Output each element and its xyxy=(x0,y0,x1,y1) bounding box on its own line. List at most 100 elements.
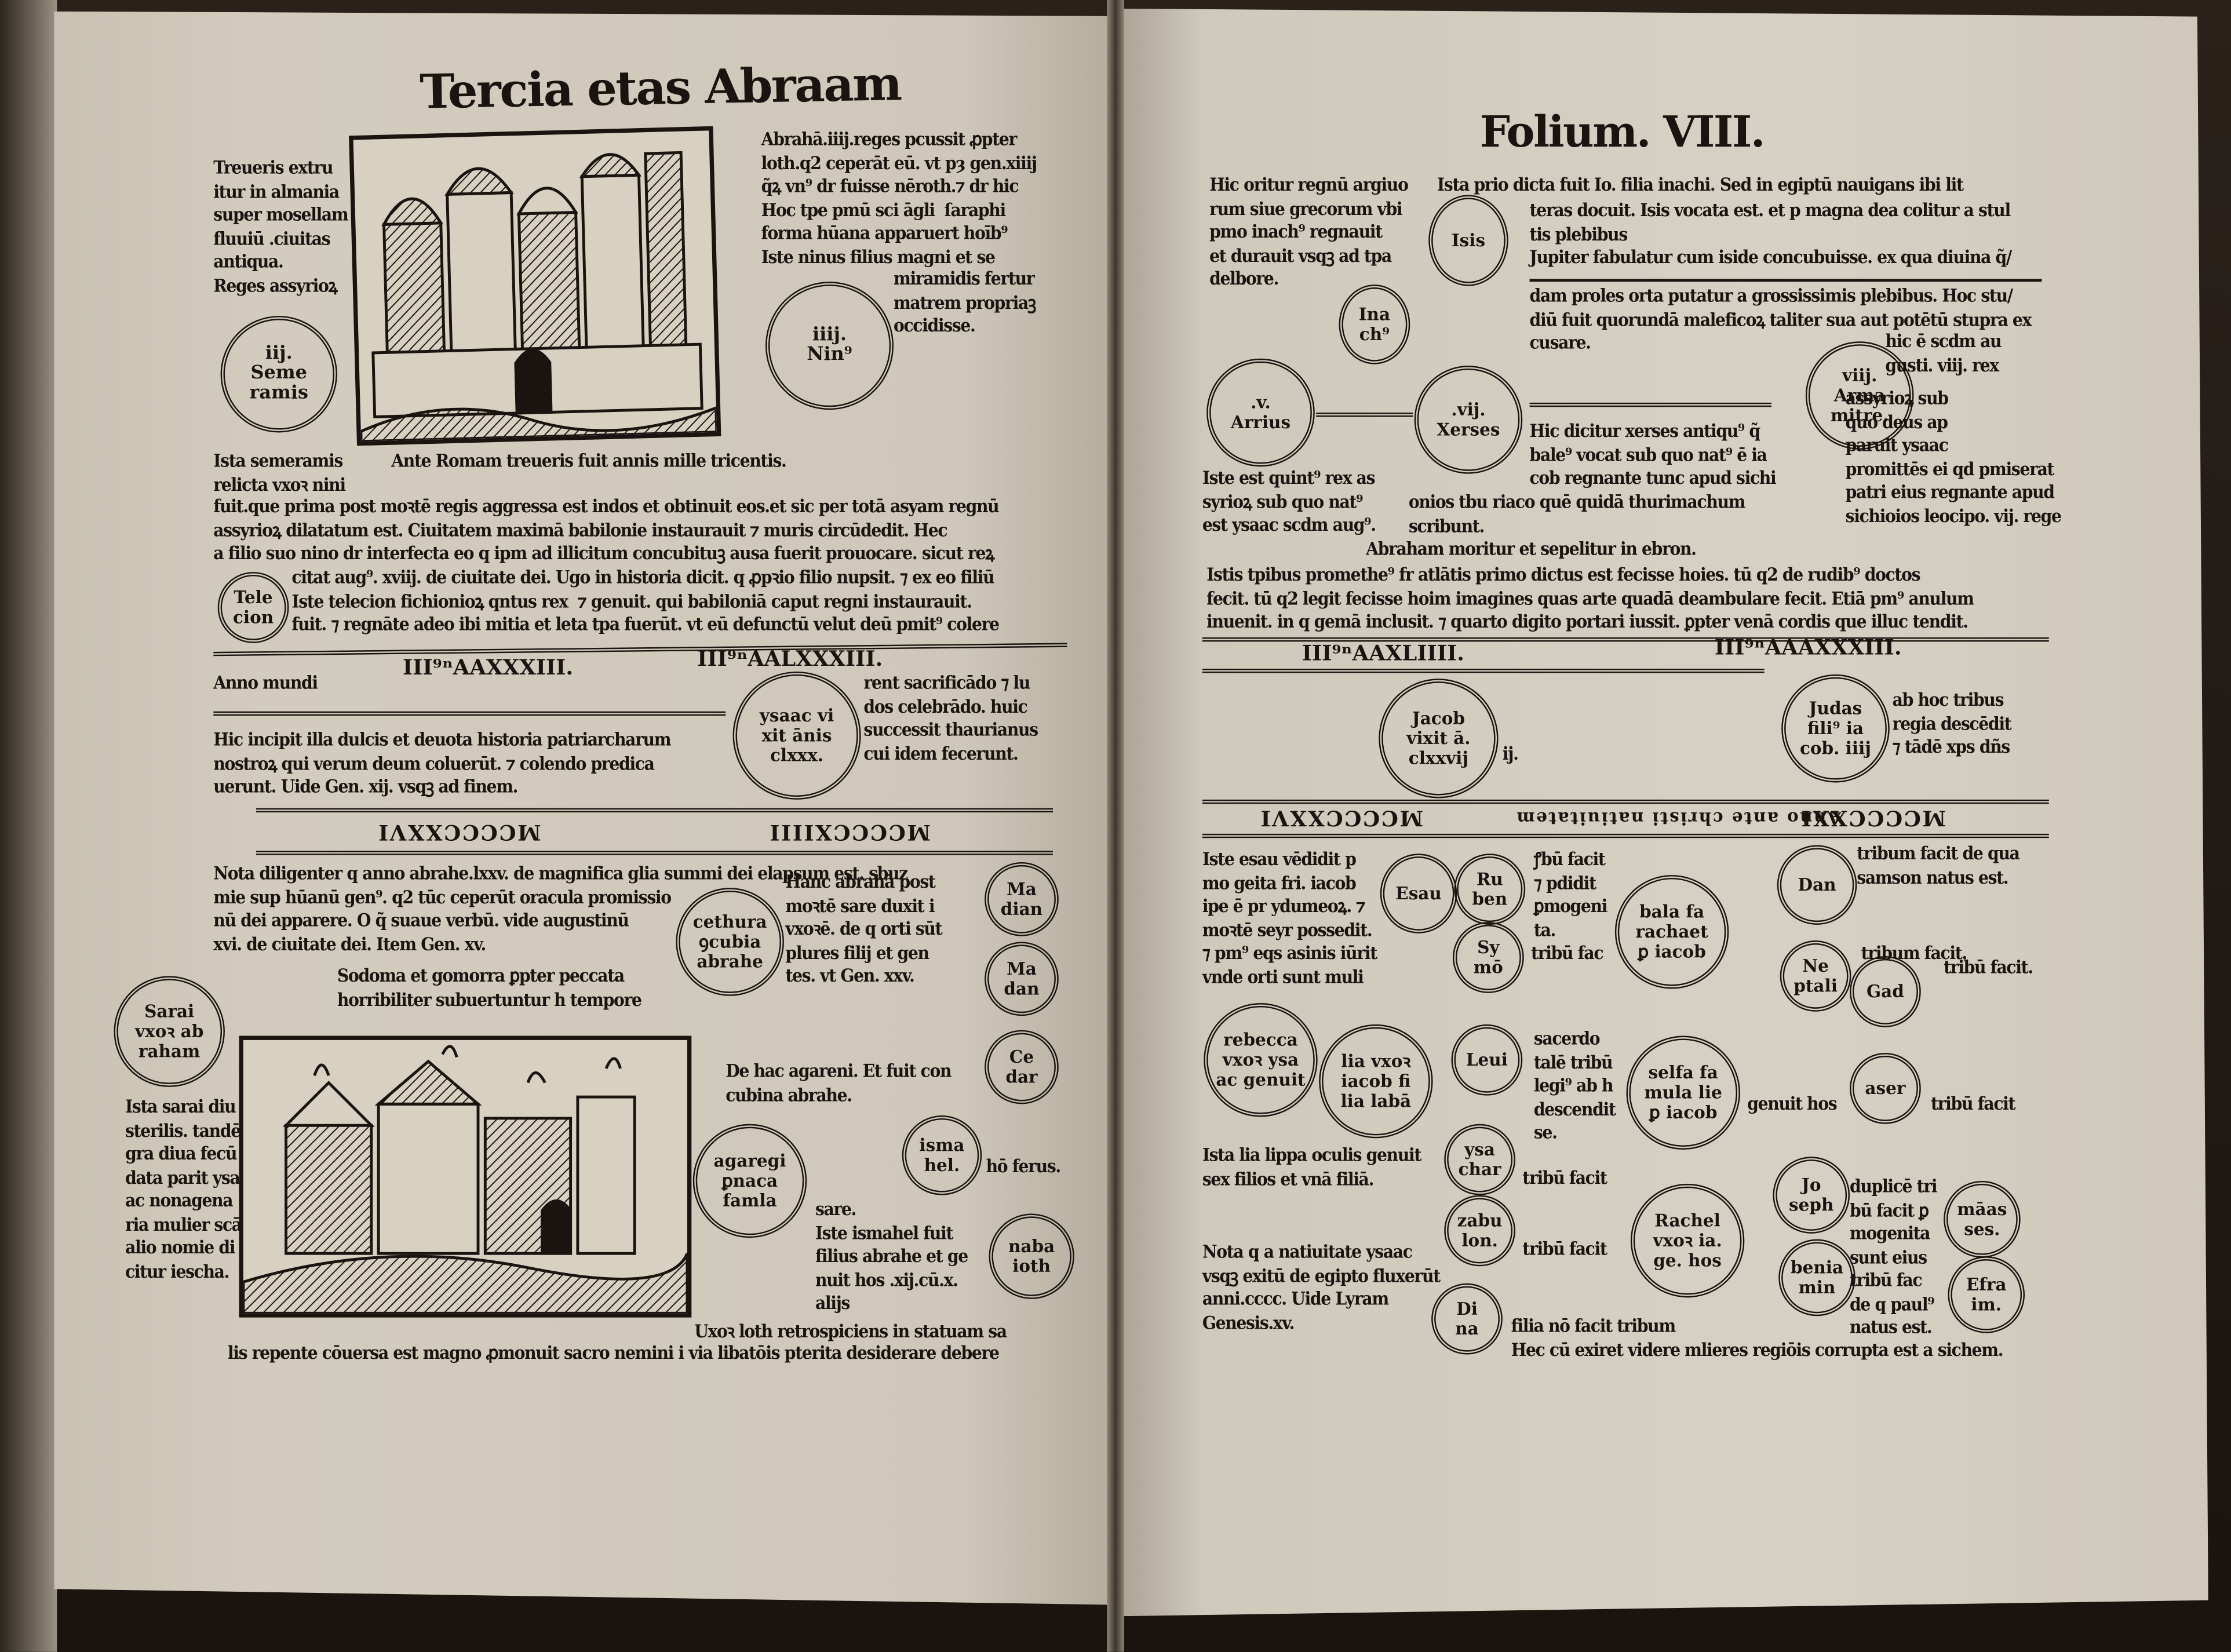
nota-right-text: Nota q a natiuitate ysaac vsqꝫ exitū de … xyxy=(1202,1241,1441,1333)
divider xyxy=(1202,833,2049,838)
genuit-hos-text: genuit hos xyxy=(1747,1092,1837,1114)
symeon-text: tribū fac xyxy=(1531,942,1604,964)
roundel-bala: bala fa rachaet ꝑ iacob xyxy=(1614,875,1729,989)
abraham-moritur-text: Abraham moritur et sepelitur in ebron. xyxy=(1366,538,1697,559)
divider xyxy=(1202,637,2049,642)
lia-text: Ista lia lippa oculis genuit sex filios … xyxy=(1202,1144,1422,1189)
roundel-ysaac: ysaac vi xit ānis clxxx. xyxy=(732,671,861,800)
ismahel-text: sare. Iste ismahel fuit filius abrahe et… xyxy=(815,1198,968,1314)
connector-line xyxy=(1316,413,1413,417)
aser-text: tribū facit xyxy=(1930,1092,2016,1114)
hanc-abraham-text: Hanc abrahā post moꝛtē sare duxit i vxoꝛ… xyxy=(785,870,942,986)
uxor-loth-text: Uxoꝛ loth retrospiciens in statuam sa xyxy=(694,1320,1007,1342)
divider xyxy=(1529,402,1771,407)
nota-diligenter-text: Nota diligenter q anno abrahe.lxxv. de m… xyxy=(213,862,908,954)
year-right-2: III⁹ⁿAAAXXXIII. xyxy=(1714,634,1902,661)
roundel-rachel: Rachel vxoꝛ ia. ge. hos xyxy=(1630,1183,1745,1298)
roundel-leui: Leui xyxy=(1451,1024,1523,1096)
assyriorum-text: assyrioꝝ sub quo deus ap paruit ysaac pr… xyxy=(1845,386,2062,526)
roundel-xerses: .vij. Xerses xyxy=(1414,366,1523,474)
argivorum-text: Hic oritur regnū argiuo rum siue grecoru… xyxy=(1209,173,1409,289)
roundel-madan: Ma dan xyxy=(985,942,1059,1016)
roundel-lia: lia vxoꝛ iacob fi lia labā xyxy=(1319,1024,1433,1139)
inverted-year-right-1: MCCCCXXVI xyxy=(1259,805,1424,831)
hic-incipit-text: Hic incipit illa dulcis et deuota histor… xyxy=(213,728,671,797)
roundel-joseph: Jo seph xyxy=(1773,1157,1850,1234)
woodcut-city-illustration xyxy=(349,126,721,446)
semeramis-text: Ista semeramis relicta vxoꝛ nini xyxy=(213,449,346,495)
roundel-efraim: Efra im. xyxy=(1948,1256,2025,1333)
augusti-text: hic ē scdm au gusti. viij. rex xyxy=(1885,330,2002,375)
roundel-cethura: cethura ꝯcubia abrahe xyxy=(676,888,784,996)
inverted-year-right-2: MCCCCXXI xyxy=(1800,805,1946,831)
roundel-ninus: iiij. Nin⁹ xyxy=(765,282,894,410)
left-page-title: Tercia etas Abraam xyxy=(419,55,902,120)
prometheus-text: Istis tpibus promethe⁹ fr atlātis primo … xyxy=(1206,563,1974,632)
quintus-text: Iste est quint⁹ rex as syrioꝝ sub quo na… xyxy=(1202,466,1376,535)
agareni-text: De hac agareni. Et fuit con cubina abrah… xyxy=(726,1060,952,1105)
roundel-ysachar: ysa char xyxy=(1444,1124,1516,1195)
sarai-text: Ista sarai diu sterilis. tandē gra diua … xyxy=(125,1095,242,1282)
joseph-text: duplicē tri bū facit ꝑ mogenita sunt eiu… xyxy=(1850,1175,1938,1338)
judas-text: ab hoc tribus regia descēdit ⁊ tādē xps … xyxy=(1892,688,2012,757)
xerses-text: Hic dicitur xerses antiqu⁹ q̃ bale⁹ voca… xyxy=(1529,420,1777,488)
anno-mundi-label: Anno mundi xyxy=(213,671,318,693)
roundel-armamitre: viij. Arma mitre. xyxy=(1805,341,1914,450)
right-page-title: Folium. VIII. xyxy=(1479,108,1766,158)
inverted-anno-text: Anno ante christi natiuitatem xyxy=(1515,808,1841,829)
isis-text: teras docuit. Isis vocata est. et p magn… xyxy=(1529,199,2013,268)
roundel-selfa: selfa fa mula lie ꝑ iacob xyxy=(1626,1035,1740,1150)
roundel-esau: Esau xyxy=(1380,854,1457,933)
roundel-arrius: .v. Arrius xyxy=(1206,358,1315,467)
homo-ferus-text: hō ferus. xyxy=(986,1155,1062,1177)
leui-text: sacerdo talē tribū legi⁹ ab h descendit … xyxy=(1533,1027,1616,1143)
divider xyxy=(213,711,726,716)
roundel-rebecca: rebecca vxoꝛ ysa ac genuit xyxy=(1204,1003,1318,1117)
zabulon-text: tribū facit xyxy=(1522,1238,1607,1260)
year-anno-mundi-1: III⁹ⁿAAXXXIII. xyxy=(402,654,574,680)
ante-romam-text: Ante Romam treueris fuit annis mille tri… xyxy=(391,449,787,471)
roundel-aser: aser xyxy=(1850,1052,1921,1124)
roundel-madian: Ma dian xyxy=(985,862,1059,936)
dina-text: filia nō facit tribum Hec cū exiret vide… xyxy=(1511,1314,2004,1360)
book-edge xyxy=(0,0,57,1652)
gutter xyxy=(1107,0,1124,1652)
divider xyxy=(256,851,1053,855)
ninus-text: miramidis fertur matrem propriaꝫ occidis… xyxy=(893,267,1036,336)
thaurianus-text: rent sacrificādo ⁊ lu dos celebrādo. hui… xyxy=(863,671,1038,764)
divider xyxy=(1202,669,1765,673)
roundel-cedar: Ce dar xyxy=(985,1030,1059,1104)
ruben-text: ꝭbū facit ⁊ pdidit ꝑmogeni ta. xyxy=(1533,848,1608,940)
roundel-beniamin: benia min xyxy=(1778,1239,1855,1317)
roundel-manasses: māas ses. xyxy=(1944,1180,2021,1258)
roundel-jacob: Jacob vixit ā. clxxvij xyxy=(1379,679,1499,798)
gad-text: tribū facit. xyxy=(1944,956,2033,978)
roundel-inachus: Ina ch⁹ xyxy=(1339,285,1410,364)
inverted-year-1: MCCCCXXVI xyxy=(377,819,541,845)
roundel-judas: Judas fili⁹ ia cob. iiij xyxy=(1781,674,1890,783)
roundel-semeramis: iij. Seme ramis xyxy=(220,316,337,433)
roundel-sarai: Sarai vxoꝛ ab raham xyxy=(114,976,225,1087)
divider xyxy=(1529,279,2042,282)
roundel-zabulon: zabu lon. xyxy=(1444,1195,1516,1267)
sodoma-text: Sodoma et gomorra ꝑpter peccata horribil… xyxy=(337,964,642,1010)
semeramis-paragraph: fuit.que prima post moꝛtē regis aggressa… xyxy=(213,495,999,564)
year-right-1: III⁹ⁿAAXLIIII. xyxy=(1302,640,1464,666)
roundel-ismahel: isma hel. xyxy=(902,1115,982,1195)
jacob-ij: ij. xyxy=(1502,742,1519,764)
telecion-paragraph: citat aug⁹. xviij. de ciuitate dei. Ugo … xyxy=(291,566,1000,635)
proles-text: dam proles orta putatur a grossissimis p… xyxy=(1529,285,2032,353)
dan-text: tribum facit de qua samson natus est. xyxy=(1857,842,2020,887)
io-text: Ista prio dicta fuit Io. filia inachi. S… xyxy=(1437,173,1964,195)
esau-text: Iste esau vēdidit p mo geita fri. iacob … xyxy=(1202,848,1377,987)
ysachar-text: tribū facit xyxy=(1522,1166,1607,1188)
divider xyxy=(256,808,1053,813)
roundel-neptali: Ne ptali xyxy=(1780,940,1851,1012)
abraham-kings-text: Abrahā.iiij.reges pcussit ꝓpter loth.q2 … xyxy=(761,127,1038,267)
inverted-year-2: MCCCCXIIII xyxy=(768,819,931,845)
roundel-ruben: Ru ben xyxy=(1454,854,1526,925)
roundel-dina: Di na xyxy=(1431,1283,1503,1355)
divider xyxy=(1202,799,2049,804)
roundel-dan: Dan xyxy=(1777,845,1857,925)
